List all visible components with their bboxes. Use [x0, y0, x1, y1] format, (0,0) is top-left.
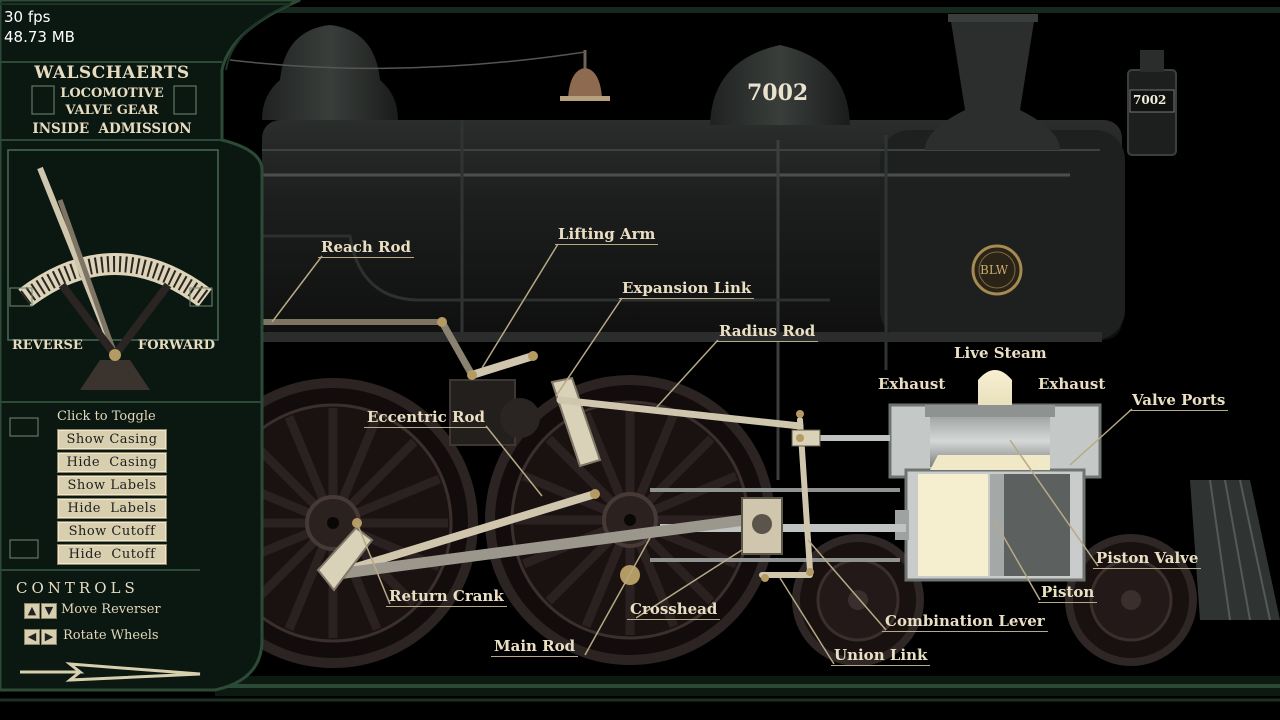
fps-counter: 30 fps: [4, 8, 51, 26]
arrow-down-icon[interactable]: ▼: [41, 603, 57, 619]
label-exhaust-right: Exhaust: [1038, 375, 1106, 393]
label-reach-rod: Reach Rod: [318, 238, 414, 258]
show-labels-button[interactable]: Show Labels: [57, 475, 167, 496]
number-plate: 7002: [1133, 93, 1167, 107]
rotate-wheels-label: Rotate Wheels: [63, 628, 159, 643]
panel-title: WALSCHAERTS: [34, 63, 190, 83]
label-valve-ports: Valve Ports: [1129, 391, 1229, 411]
hide-labels-button[interactable]: Hide Labels: [57, 498, 167, 519]
show-cutoff-button[interactable]: Show Cutoff: [57, 521, 167, 542]
arrow-left-icon[interactable]: ◀: [24, 629, 40, 645]
label-expansion-link: Expansion Link: [619, 279, 755, 299]
label-eccentric-rod: Eccentric Rod: [364, 408, 488, 428]
move-reverser-label: Move Reverser: [61, 602, 161, 617]
label-exhaust-left: Exhaust: [878, 375, 946, 393]
controls-heading: CONTROLS: [16, 579, 139, 597]
hide-cutoff-button[interactable]: Hide Cutoff: [57, 544, 167, 565]
label-live-steam: Live Steam: [954, 344, 1047, 362]
arrow-up-icon[interactable]: ▲: [24, 603, 40, 619]
arrow-right-icon[interactable]: ▶: [41, 629, 57, 645]
panel-subtitle-admission: INSIDE ADMISSION: [32, 121, 192, 137]
label-lifting-arm: Lifting Arm: [555, 225, 659, 245]
toggle-heading: Click to Toggle: [57, 409, 156, 424]
show-casing-button[interactable]: Show Casing: [57, 429, 167, 450]
label-crosshead: Crosshead: [627, 600, 721, 620]
label-piston-valve: Piston Valve: [1093, 549, 1202, 569]
forward-label: FORWARD: [138, 338, 216, 353]
locomotive-number: 7002: [747, 80, 809, 106]
reverse-label: REVERSE: [12, 338, 83, 353]
label-radius-rod: Radius Rod: [716, 322, 819, 342]
label-main-rod: Main Rod: [491, 637, 579, 657]
blw-badge: BLW: [980, 263, 1009, 277]
panel-subtitle-valve-gear: VALVE GEAR: [65, 103, 159, 118]
memory-counter: 48.73 MB: [4, 28, 75, 46]
label-return-crank: Return Crank: [386, 587, 507, 607]
label-union-link: Union Link: [831, 646, 931, 666]
panel-subtitle-locomotive: LOCOMOTIVE: [60, 86, 164, 101]
hide-casing-button[interactable]: Hide Casing: [57, 452, 167, 473]
label-combination-lever: Combination Lever: [882, 612, 1048, 632]
reverser-lever[interactable]: [40, 165, 190, 365]
label-piston: Piston: [1038, 583, 1098, 603]
